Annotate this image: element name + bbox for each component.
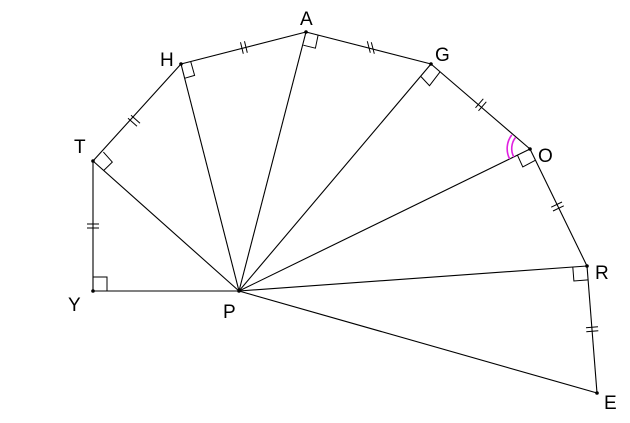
vertex-A [304,30,308,34]
label-A: A [300,9,313,30]
tick-marks-OR [550,201,565,212]
right-angle-Y [93,276,108,291]
tick-marks-RE [585,326,599,333]
vertex-R [585,264,589,268]
label-G: G [435,45,450,66]
vertex-G [429,62,433,66]
right-angle-H [184,61,196,79]
tick-marks-YT [87,223,99,229]
right-angle-T [103,151,113,171]
vertex-H [179,62,183,66]
tick-marks-HA [240,41,248,54]
segment-HA [180,31,307,65]
label-E: E [604,393,617,414]
segment-PH [180,63,240,292]
label-H: H [160,50,174,71]
vertex-P [237,289,241,293]
right-angle-O [516,154,536,168]
segment-PE [238,290,598,394]
segment-PA [238,31,307,292]
tick-marks-AG [366,41,375,54]
segment-RE [586,265,598,394]
segment-GO [430,63,531,150]
tick-marks-TH [127,114,141,127]
right-angle-G [420,71,441,87]
segment-PT [92,160,240,292]
segment-PG [238,63,432,292]
segment-PR [238,265,588,292]
vertex-Y [91,289,95,293]
label-T: T [74,137,86,158]
segment-TH [92,63,182,162]
segment-AG [305,31,432,65]
segment-OR [529,148,588,267]
vertex-O [528,147,532,151]
label-O: O [538,146,553,167]
vertex-T [91,159,95,163]
angle-marker-O [506,134,517,160]
tick-marks-GO [475,98,487,112]
label-Y: Y [68,295,81,316]
segment-PO [238,148,531,292]
label-P: P [223,302,236,323]
right-angle-A [303,34,319,49]
label-R: R [595,263,609,284]
vertex-E [595,391,599,395]
right-angle-R [572,267,589,282]
